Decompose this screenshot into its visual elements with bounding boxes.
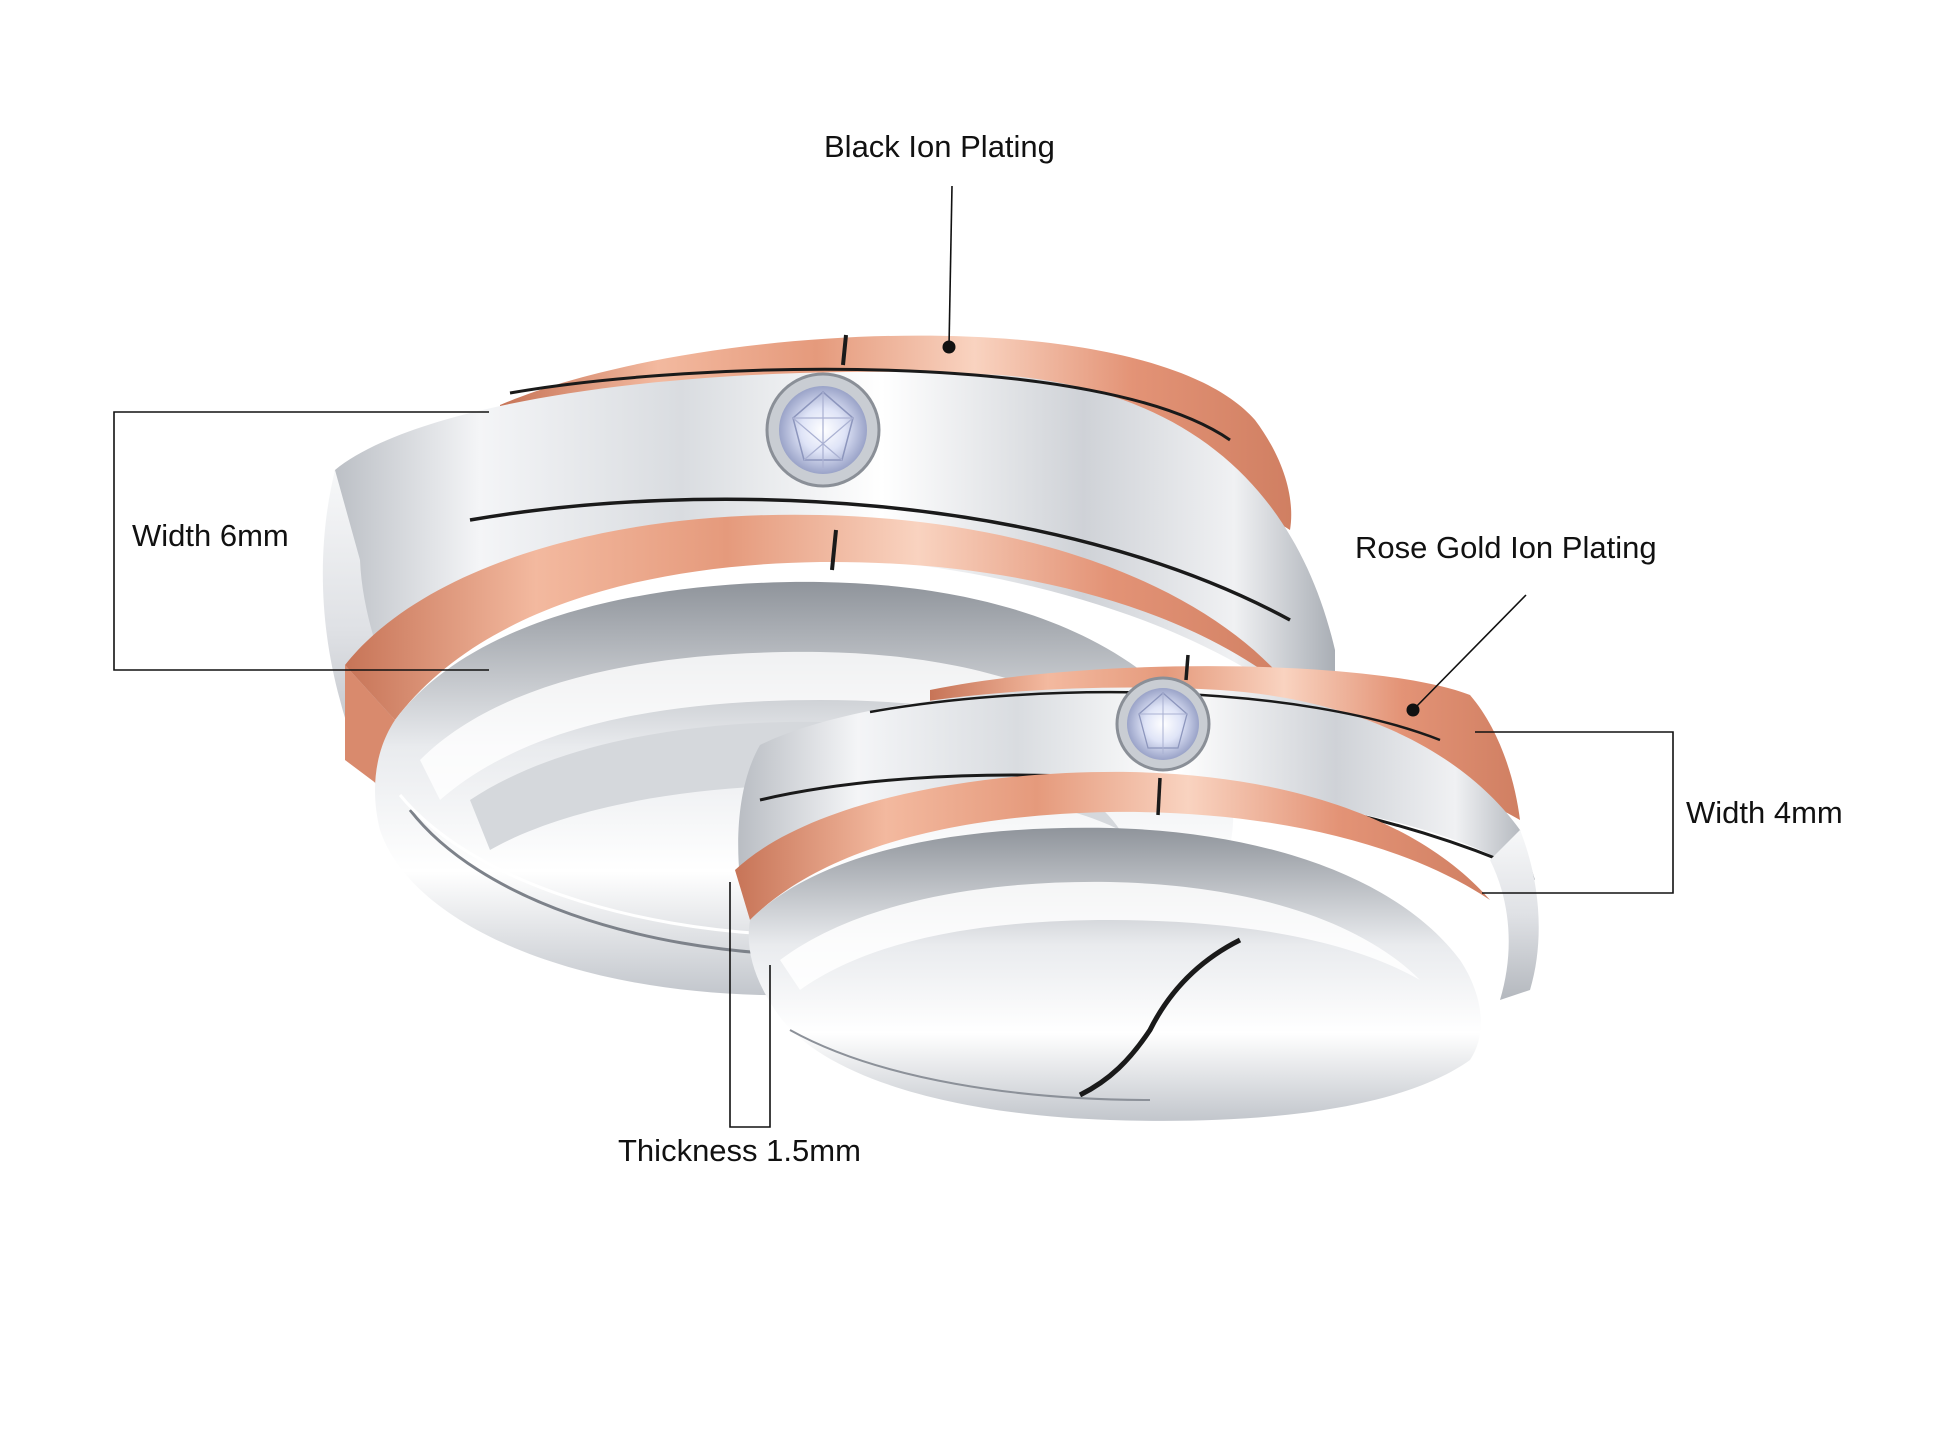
label-black-ion-plating: Black Ion Plating bbox=[824, 129, 1055, 164]
width-6mm-bracket bbox=[113, 411, 489, 671]
label-thickness: Thickness 1.5mm bbox=[618, 1133, 861, 1168]
diamond-icon bbox=[765, 372, 881, 488]
rose-plating-leader bbox=[1412, 594, 1527, 711]
diamond-icon bbox=[1115, 676, 1211, 772]
rose-plating-dot bbox=[1406, 703, 1420, 717]
label-width-6mm: Width 6mm bbox=[132, 518, 289, 553]
label-rose-gold-ion-plating: Rose Gold Ion Plating bbox=[1355, 530, 1657, 565]
black-plating-dot bbox=[942, 340, 956, 354]
width-4mm-bracket bbox=[1475, 731, 1674, 894]
leader-lines bbox=[113, 185, 1674, 1128]
small-ring bbox=[735, 654, 1539, 1121]
thickness-bracket bbox=[729, 882, 771, 1128]
black-plating-leader bbox=[948, 185, 953, 348]
label-width-4mm: Width 4mm bbox=[1686, 795, 1843, 830]
